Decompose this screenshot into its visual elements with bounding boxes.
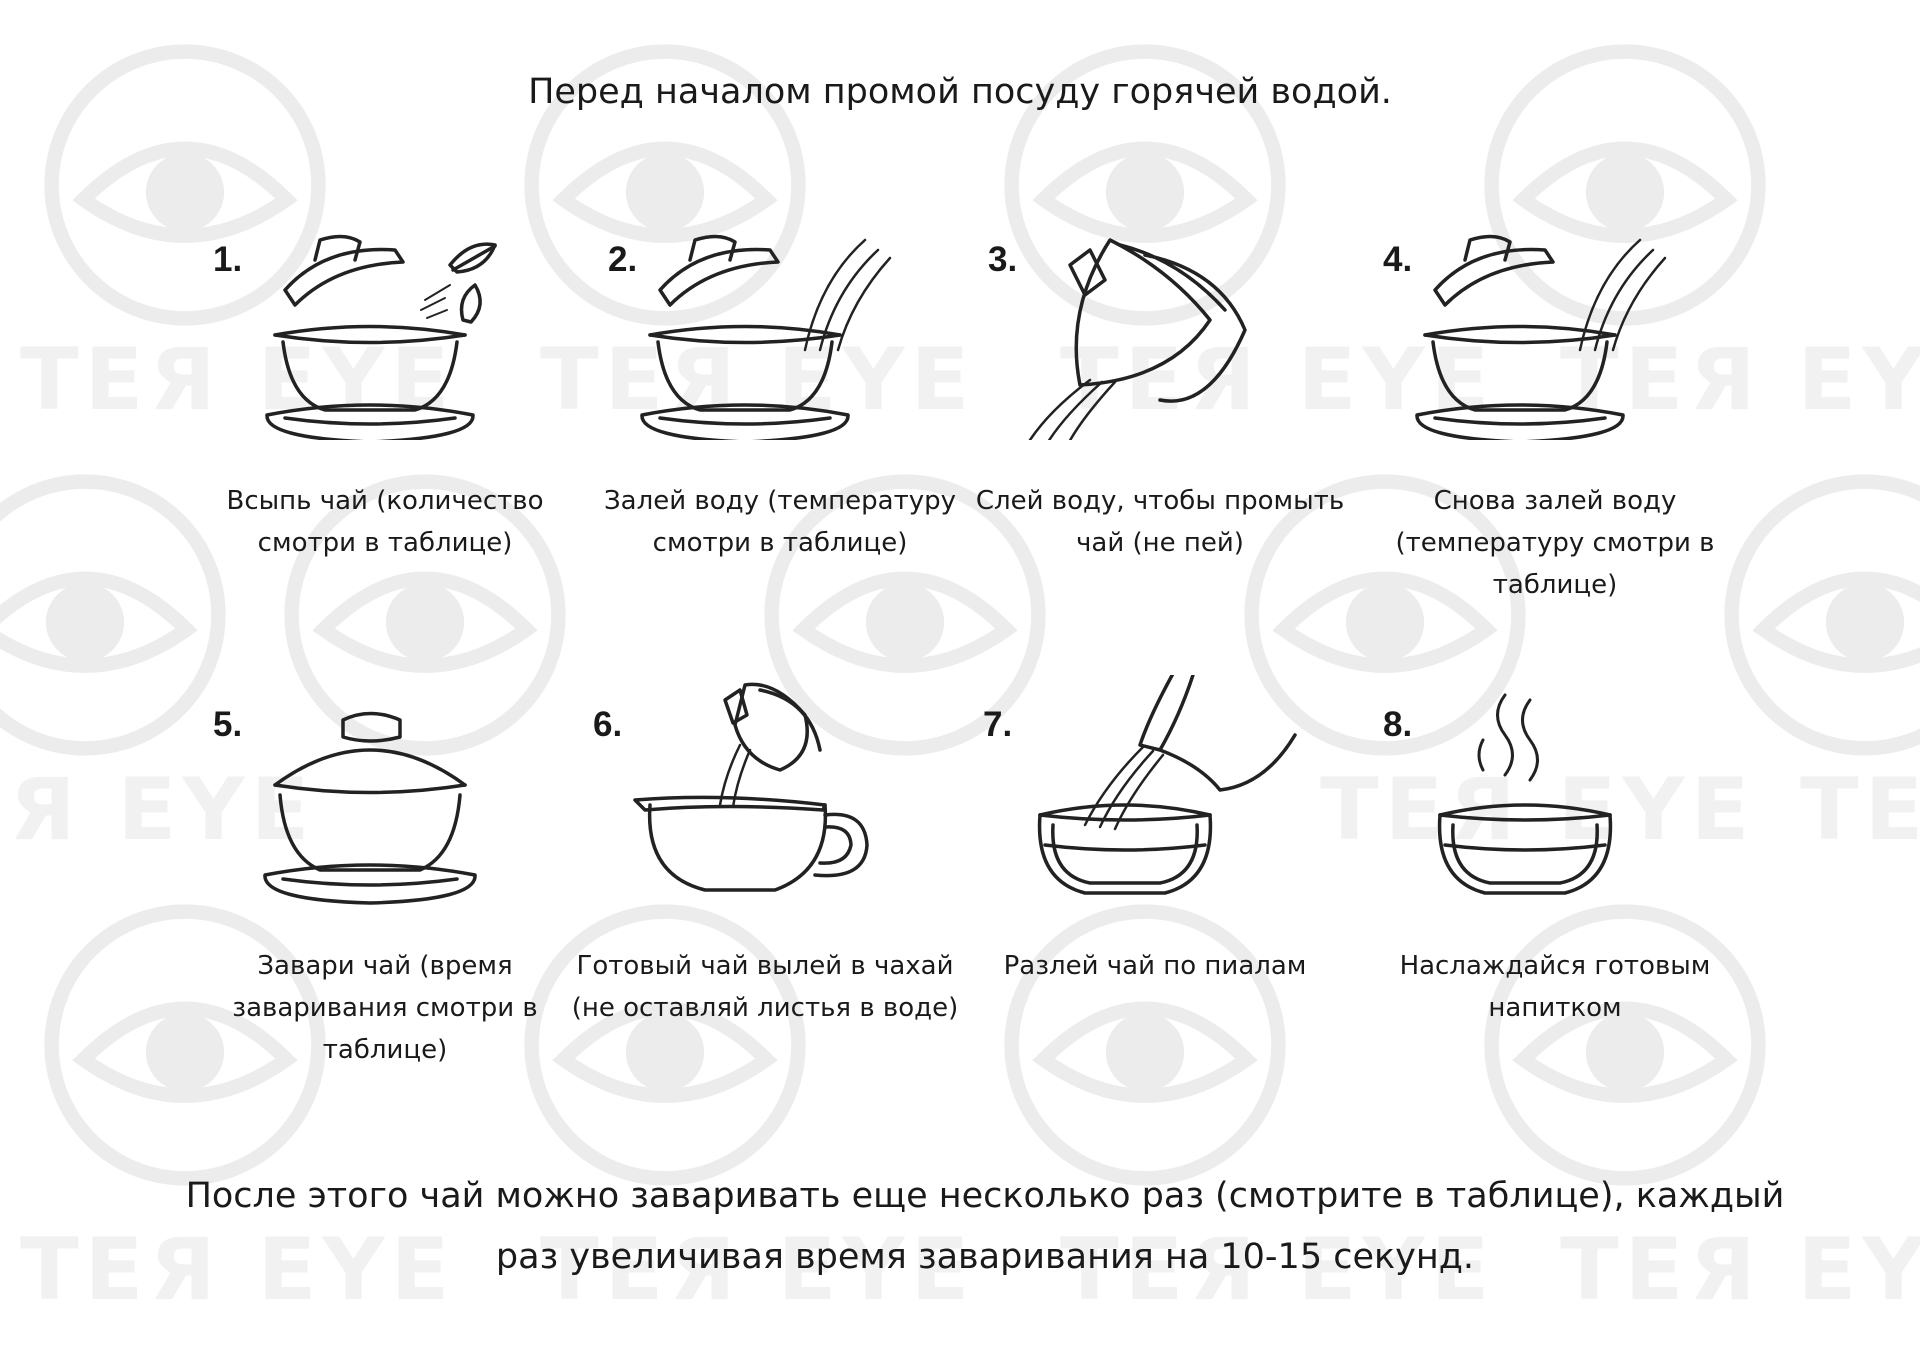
step-description: Слей воду, чтобы промыть чай (не пей) — [975, 486, 1345, 558]
step-7: 7. Разлей чай по пиалам — [945, 668, 1365, 1085]
step-6: 6. Готовый чай вылей в чахай (не оставля… — [555, 682, 975, 1085]
watermark-logo-icon — [760, 470, 1050, 760]
watermark-brand-text: TEЯ EYE — [1800, 760, 1920, 860]
watermark-logo-icon — [1000, 40, 1290, 330]
gaiwan-pour-water-icon — [590, 210, 950, 444]
step-8: 8. Наслаждайся готовым напитком — [1345, 693, 1765, 1085]
step-description: Снова залей воду (температуру смотри в т… — [1395, 486, 1715, 600]
watermark-logo-icon — [1480, 900, 1770, 1190]
watermark-logo-icon — [520, 40, 810, 330]
step-number: 2. — [608, 240, 638, 279]
step-number: 7. — [983, 705, 1013, 744]
watermark-logo-icon — [280, 470, 570, 760]
step-number: 5. — [213, 705, 243, 744]
step-1: 1. Всыпь чай (количество смотри в таблиц… — [175, 234, 595, 620]
gaiwan-lid-leaves-icon — [195, 210, 555, 444]
watermark-logo-icon — [1000, 900, 1290, 1190]
watermark-logo-icon — [1240, 470, 1530, 760]
step-2: 2. Залей воду (температуру смотри в табл… — [570, 234, 990, 620]
step-description: Готовый чай вылей в чахай (не оставляй л… — [571, 951, 959, 1023]
step-number: 8. — [1383, 705, 1413, 744]
pitcher-to-cup-icon — [965, 668, 1325, 905]
intro-instruction: Перед началом промой посуду горячей водо… — [528, 72, 1392, 112]
step-number: 6. — [593, 705, 623, 744]
watermark-brand-text: TEЯ EYE — [0, 760, 316, 860]
step-4: 4. Снова залей воду (температуру смотри … — [1345, 234, 1765, 620]
outro-instruction: После этого чай можно заваривать еще нес… — [185, 1176, 1785, 1277]
step-number: 1. — [213, 240, 243, 279]
watermark-brand-text: TEЯ EYE — [1560, 1220, 1920, 1320]
watermark-brand-text: TEЯ EYE — [20, 1220, 456, 1320]
watermark-brand-text: TEЯ EYE — [1060, 1220, 1496, 1320]
watermark-logo-icon — [40, 40, 330, 330]
watermark-brand-text: TEЯ EYE — [20, 330, 456, 430]
step-5: 5. Завари чай (время заваривания смотри … — [175, 705, 595, 1085]
step-number: 4. — [1383, 240, 1413, 279]
step-description: Разлей чай по пиалам — [1003, 951, 1307, 981]
step-description: Завари чай (время заваривания смотри в т… — [232, 951, 538, 1065]
watermark-brand-text: TEЯ EYE — [540, 330, 976, 430]
gaiwan-to-pitcher-icon — [575, 675, 935, 905]
gaiwan-pour-water-icon — [1365, 210, 1725, 444]
step-3: 3. Слей воду, чтобы промыть чай (не пей) — [950, 238, 1370, 620]
watermark-brand-text: TEЯ EYE — [1320, 760, 1756, 860]
gaiwan-closed-icon — [195, 675, 555, 905]
step-number: 3. — [988, 240, 1018, 279]
step-description: Всыпь чай (количество смотри в таблице) — [226, 486, 544, 558]
watermark-logo-icon — [1720, 470, 1920, 760]
watermark-logo-icon — [0, 470, 230, 760]
gaiwan-drain-icon — [970, 210, 1330, 446]
watermark-logo-icon — [1480, 40, 1770, 330]
steaming-cup-icon — [1365, 675, 1725, 905]
step-description: Залей воду (температуру смотри в таблице… — [604, 486, 956, 558]
watermark-brand-text: TEЯ EYE — [540, 1220, 976, 1320]
step-description: Наслаждайся готовым напитком — [1399, 951, 1711, 1023]
watermark-logo-icon — [520, 900, 810, 1190]
watermark-logo-icon — [40, 900, 330, 1190]
